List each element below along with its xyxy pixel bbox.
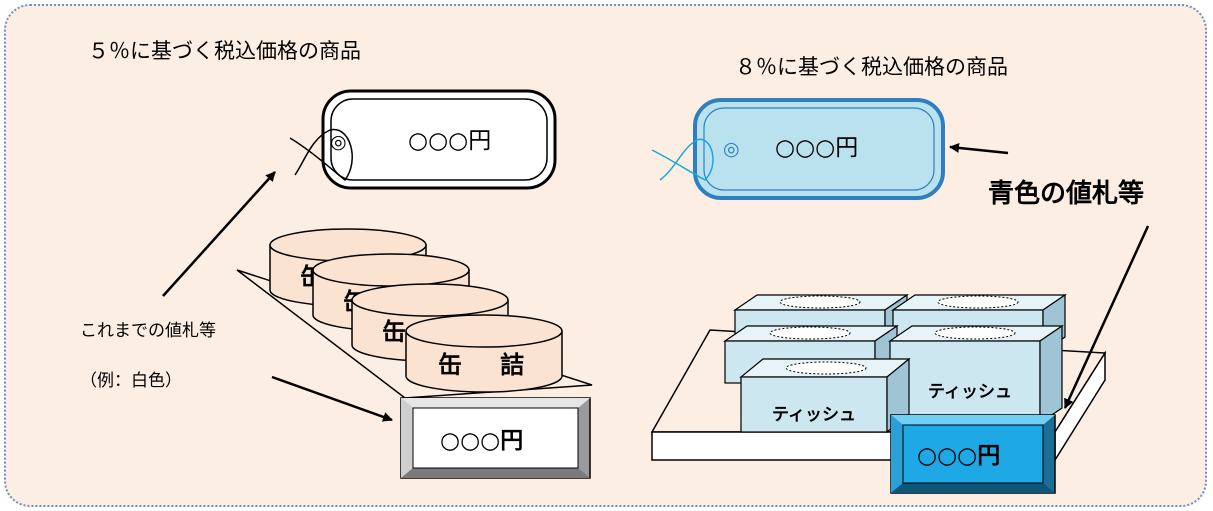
blue-price-tag: ◎ ○○○円 [651,98,945,200]
can-stack: 缶 缶 詰 缶 缶 詰 [269,228,563,393]
tag-string [289,128,353,182]
tissue-box: ティッシュ [888,324,1064,425]
arrow-to-white-tag [162,171,276,297]
can-label: 缶 [382,318,406,346]
white-tag-price: ○○○円 [408,128,491,154]
arrow-to-white-card [271,375,393,422]
can: 缶 詰 [405,314,563,393]
tissue-boxes: ティッシュ ティッシュ [723,293,1067,434]
old-tag-example: （例：白色） [80,371,182,391]
tag-ring-icon: ◎ [723,138,740,160]
can-label: 缶 [438,351,462,379]
blue-tag-price: ○○○円 [775,135,858,161]
white-price-tag: ◎ ○○○円 [289,89,557,190]
tag-ring-icon: ◎ [330,131,347,153]
tag-string [651,138,714,181]
blue-card-price: ○○○円 [917,443,1000,469]
old-tag-label: これまでの値札等 [80,321,216,341]
tissue-label: ティッシュ [772,405,856,425]
white-price-card: ○○○円 [400,397,591,479]
white-card-price: ○○○円 [440,428,523,454]
can-label: 詰 [500,351,524,379]
left-caption: ５％に基づく税込価格の商品 [88,39,361,63]
blue-price-card: ○○○円 [890,414,1056,494]
arrow-to-blue-card [1063,225,1150,409]
right-caption: ８％に基づく税込価格の商品 [735,55,1008,79]
tissue-box: ティッシュ [739,357,911,434]
arrow-to-blue-tag [949,142,1009,155]
tissue-label: ティッシュ [928,382,1012,402]
blue-tag-label: 青色の値札等 [988,178,1144,209]
